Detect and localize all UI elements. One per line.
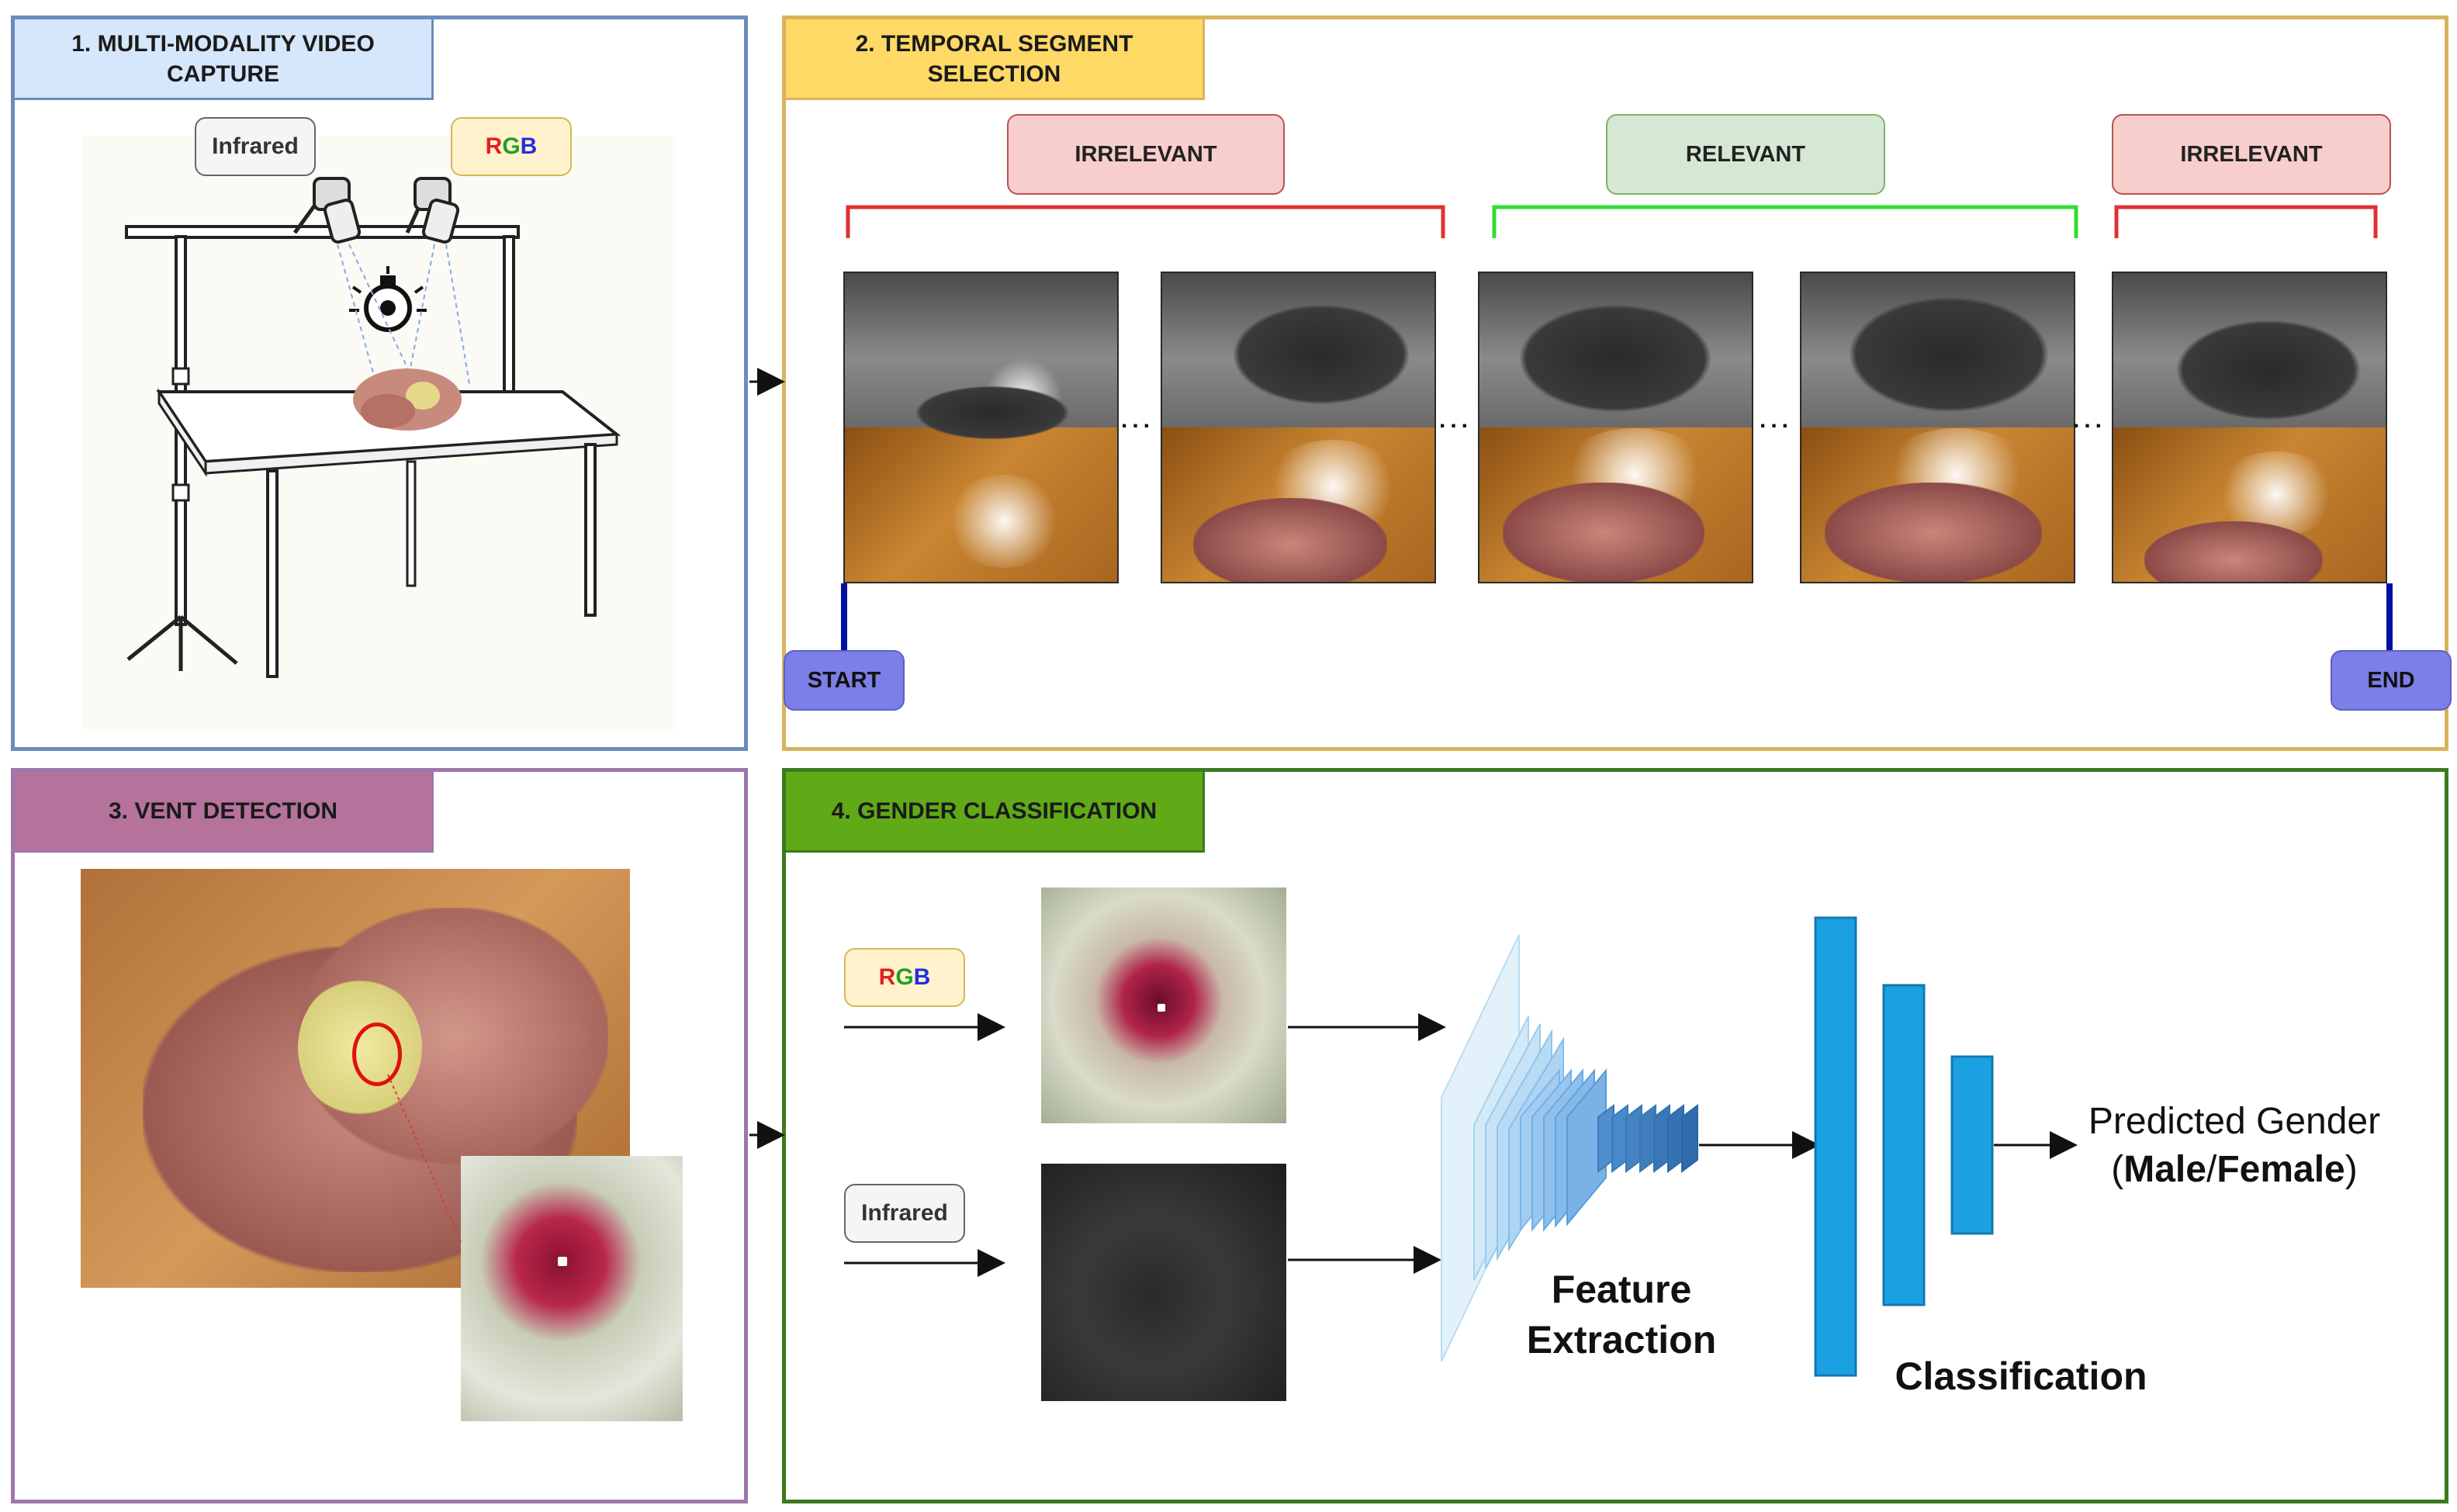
capture-illustration (81, 136, 676, 729)
ellipsis-4: ... (2073, 407, 2107, 433)
panel-vent-detection: 3. VENT DETECTION (11, 768, 748, 1503)
end-label: END (2331, 650, 2452, 711)
ellipsis-1: ... (1121, 407, 1155, 433)
rgb-r: R (485, 133, 503, 159)
infrared-input-label: Infrared (844, 1184, 965, 1243)
rgb-r: R (878, 964, 896, 990)
zoom-connector (387, 1074, 462, 1242)
segment-irrelevant-right: IRRELEVANT (2112, 114, 2391, 195)
vent-zoom-inset (461, 1156, 683, 1421)
panel-video-capture: 1. MULTI-MODALITY VIDEO CAPTURE (11, 16, 748, 751)
segment-brackets (846, 205, 2378, 238)
infrared-vent-crop (1041, 1164, 1286, 1401)
predicted-gender-classes: (Male/Female) (2111, 1149, 2358, 1191)
fc-layer-1 (1814, 916, 1857, 1377)
rgb-vent-crop (1041, 887, 1286, 1123)
predicted-gender-title: Predicted Gender (2088, 1101, 2381, 1142)
ellipsis-2: ... (1439, 407, 1473, 433)
feature-extractor-cnn (1441, 934, 1698, 1362)
video-frame-2 (1161, 272, 1436, 583)
segment-irrelevant-left: IRRELEVANT (1007, 114, 1285, 195)
bracket-relevant (1492, 205, 2078, 238)
panel-title: 3. VENT DETECTION (15, 772, 434, 853)
infrared-label: Infrared (195, 117, 316, 176)
vent-highlight-circle (352, 1022, 402, 1086)
panel-temporal-segment: 2. TEMPORAL SEGMENT SELECTION (782, 16, 2448, 751)
panel-gender-classification: 4. GENDER CLASSIFICATION (782, 768, 2448, 1503)
fc-layer-2 (1882, 984, 1926, 1306)
video-frame-1 (843, 272, 1119, 583)
video-frame-3 (1478, 272, 1753, 583)
panel-title: 2. TEMPORAL SEGMENT SELECTION (786, 19, 1205, 100)
rgb-g: G (895, 964, 914, 990)
start-marker-line (841, 583, 847, 652)
rgb-b: B (520, 133, 538, 159)
end-marker-line (2386, 583, 2393, 652)
video-frame-5 (2112, 272, 2387, 583)
rgb-g: G (502, 133, 521, 159)
classification-label: Classification (1895, 1355, 2147, 1398)
panel-title: 4. GENDER CLASSIFICATION (786, 772, 1205, 853)
bracket-irrelevant-right (2114, 205, 2378, 238)
feature-extraction-label: Feature Extraction (1526, 1268, 1717, 1361)
rgb-b: B (913, 964, 931, 990)
ellipsis-3: ... (1760, 407, 1794, 433)
fc-layer-3 (1950, 1055, 1994, 1235)
bracket-irrelevant-left (846, 205, 1445, 238)
table-camera-rig-illustration (125, 177, 621, 678)
segment-relevant: RELEVANT (1606, 114, 1885, 195)
video-frame-4 (1800, 272, 2075, 583)
start-label: START (784, 650, 905, 711)
predicted-gender-output: Predicted Gender (Male/Female) (2064, 1098, 2405, 1195)
panel-title: 1. MULTI-MODALITY VIDEO CAPTURE (15, 19, 434, 100)
